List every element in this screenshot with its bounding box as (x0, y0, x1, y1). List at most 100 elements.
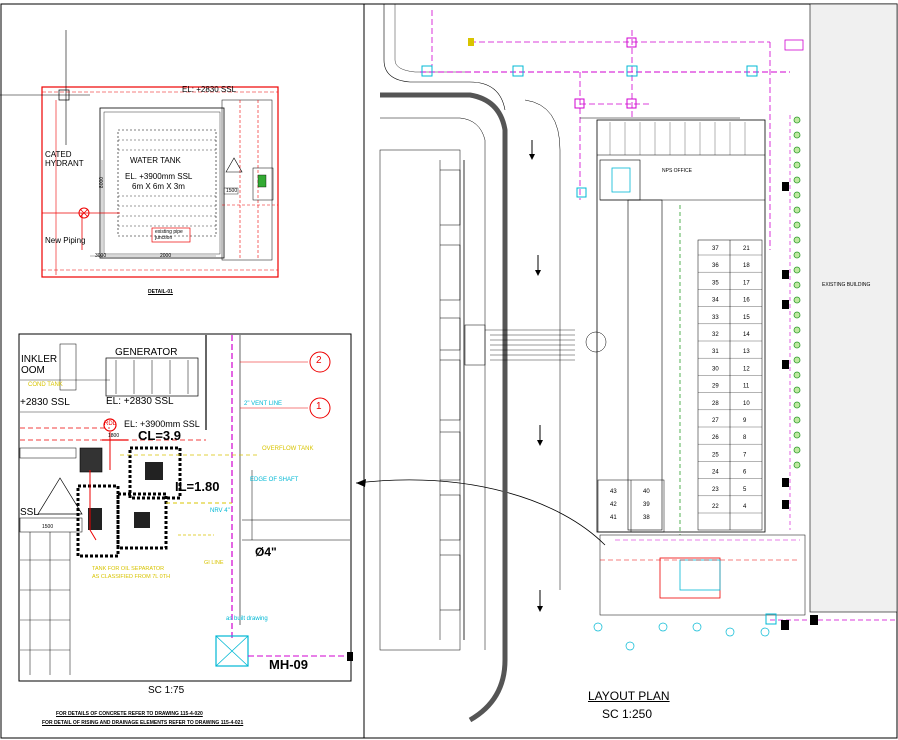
enlarged-overflow: OVERFLOW TANK (262, 446, 314, 452)
stall-label: 17 (743, 280, 750, 286)
stall-label: 26 (712, 435, 719, 441)
sprinkler-dot (793, 206, 801, 214)
stall-label: 39 (643, 502, 650, 508)
enlarged-rdl: RDL (104, 421, 117, 427)
enlarged-grid-1: 1 (316, 401, 322, 412)
inspection-marker (782, 270, 789, 279)
detail-tank-el: EL. +3900mm SSL (125, 172, 193, 181)
stall-label: 41 (610, 515, 617, 521)
sprinkler-dot (793, 341, 801, 349)
detail-el-top: EL: +2830 SSL (182, 85, 237, 94)
sprinkler-dot (793, 386, 801, 394)
enlarged-generator: GENERATOR (115, 347, 178, 358)
sprinkler-dot (793, 161, 801, 169)
stall-label: 23 (712, 487, 719, 493)
sprinkler-dot (793, 461, 801, 469)
sprinkler-dot (793, 401, 801, 409)
detail-label: DETAIL-01 (148, 289, 173, 295)
sprinkler-dot (793, 371, 801, 379)
stall-label: 29 (712, 384, 719, 390)
enlarged-dim-1800: 1800 (108, 433, 120, 439)
sprinkler-dot (793, 176, 801, 184)
stall-label: 22 (712, 504, 719, 510)
sprinkler-dot (793, 416, 801, 424)
enlarged-note-2: FOR DETAIL OF RISING AND DRAINAGE ELEMEN… (42, 720, 244, 726)
sprinkler-dot (793, 251, 801, 259)
inspection-marker (782, 500, 789, 509)
plan-title: LAYOUT PLAN (588, 689, 670, 703)
enlarged-gi-line: GI LINE (204, 560, 224, 566)
stall-label: 37 (712, 246, 719, 252)
sprinkler-dot (793, 116, 801, 124)
stall-label: 6 (743, 470, 747, 476)
enlarged-cond-tank: COND TANK (28, 382, 63, 388)
stall-label: 9 (743, 418, 747, 424)
stall-label: 31 (712, 349, 719, 355)
detail-dim-bottom-1: 3000 (95, 253, 107, 259)
stall-label: 33 (712, 315, 719, 321)
enlarged-el-mid: EL: +2830 SSL (106, 396, 174, 407)
inspection-marker (782, 360, 789, 369)
stall-label: 25 (712, 452, 719, 458)
stall-label: 7 (743, 452, 747, 458)
sprinkler-dot (793, 311, 801, 319)
stall-label: 28 (712, 401, 719, 407)
detail-hydrant-2: HYDRANT (45, 159, 84, 168)
detail-dim-bottom-2: 2000 (160, 253, 172, 259)
detail-tank-size: 6m X 6m X 3m (132, 182, 185, 191)
plan-office: NPS OFFICE (662, 168, 693, 174)
sprinkler-dot (793, 191, 801, 199)
inspection-marker (782, 300, 789, 309)
sprinkler-dot (793, 131, 801, 139)
stall-label: 10 (743, 401, 750, 407)
stall-label: 40 (643, 489, 650, 495)
enlarged-grid-2: 2 (316, 355, 322, 366)
layout-plan-view (379, 3, 898, 723)
enlarged-dim-1500: 1500 (42, 524, 54, 530)
stall-label: 34 (712, 298, 719, 304)
enlarged-vent-line: 2" VENT LINE (244, 401, 283, 407)
stall-label: 16 (743, 298, 750, 304)
detail-tank-title: WATER TANK (130, 156, 181, 165)
stall-label: 11 (743, 384, 750, 390)
stall-label: 5 (743, 487, 747, 493)
stall-label: 36 (712, 263, 719, 269)
enlarged-sprinkler-1: INKLER (21, 354, 58, 365)
stall-label: 42 (610, 502, 617, 508)
enlarged-sprinkler-2: OOM (21, 365, 45, 376)
sprinkler-dot (793, 221, 801, 229)
sprinkler-dot (793, 146, 801, 154)
sprinkler-dot (793, 296, 801, 304)
detail-01-view (0, 30, 279, 278)
enlarged-note-1: FOR DETAILS OF CONCRETE REFER TO DRAWING… (56, 711, 203, 717)
stall-label: 13 (743, 349, 750, 355)
sprinkler-dot (793, 446, 801, 454)
detail-existing-2: junction (155, 235, 173, 241)
inspection-marker (782, 478, 789, 487)
stall-label: 15 (743, 315, 750, 321)
stall-label: 24 (712, 470, 719, 476)
stall-label: 14 (743, 332, 750, 338)
sprinkler-dot (793, 356, 801, 364)
sprinkler-dot (793, 326, 801, 334)
enlarged-il: IL=1.80 (175, 479, 220, 494)
stall-label: 12 (743, 366, 750, 372)
enlarged-el-left: +2830 SSL (20, 397, 70, 408)
stall-label: 4 (743, 504, 747, 510)
sprinkler-dot (793, 281, 801, 289)
parking-stall-labels: 3736353433323130292827262524232221181716… (610, 246, 762, 521)
detail-dim-box: 1500 (226, 188, 238, 194)
enlarged-tank-note-1: TANK FOR OIL SEPARATOR (92, 566, 165, 572)
sprinkler-dot (793, 266, 801, 274)
stall-label: 32 (712, 332, 719, 338)
enlarged-view (18, 333, 353, 682)
enlarged-mh: MH-09 (269, 657, 309, 672)
stall-label: 21 (743, 246, 750, 252)
stall-label: 30 (712, 366, 719, 372)
sprinkler-dot (793, 431, 801, 439)
stall-label: 38 (643, 515, 650, 521)
enlarged-scale: SC 1:75 (148, 685, 185, 696)
enlarged-edge-shaft: EDGE OF SHAFT (250, 477, 299, 483)
plan-scale: SC 1:250 (602, 707, 653, 721)
